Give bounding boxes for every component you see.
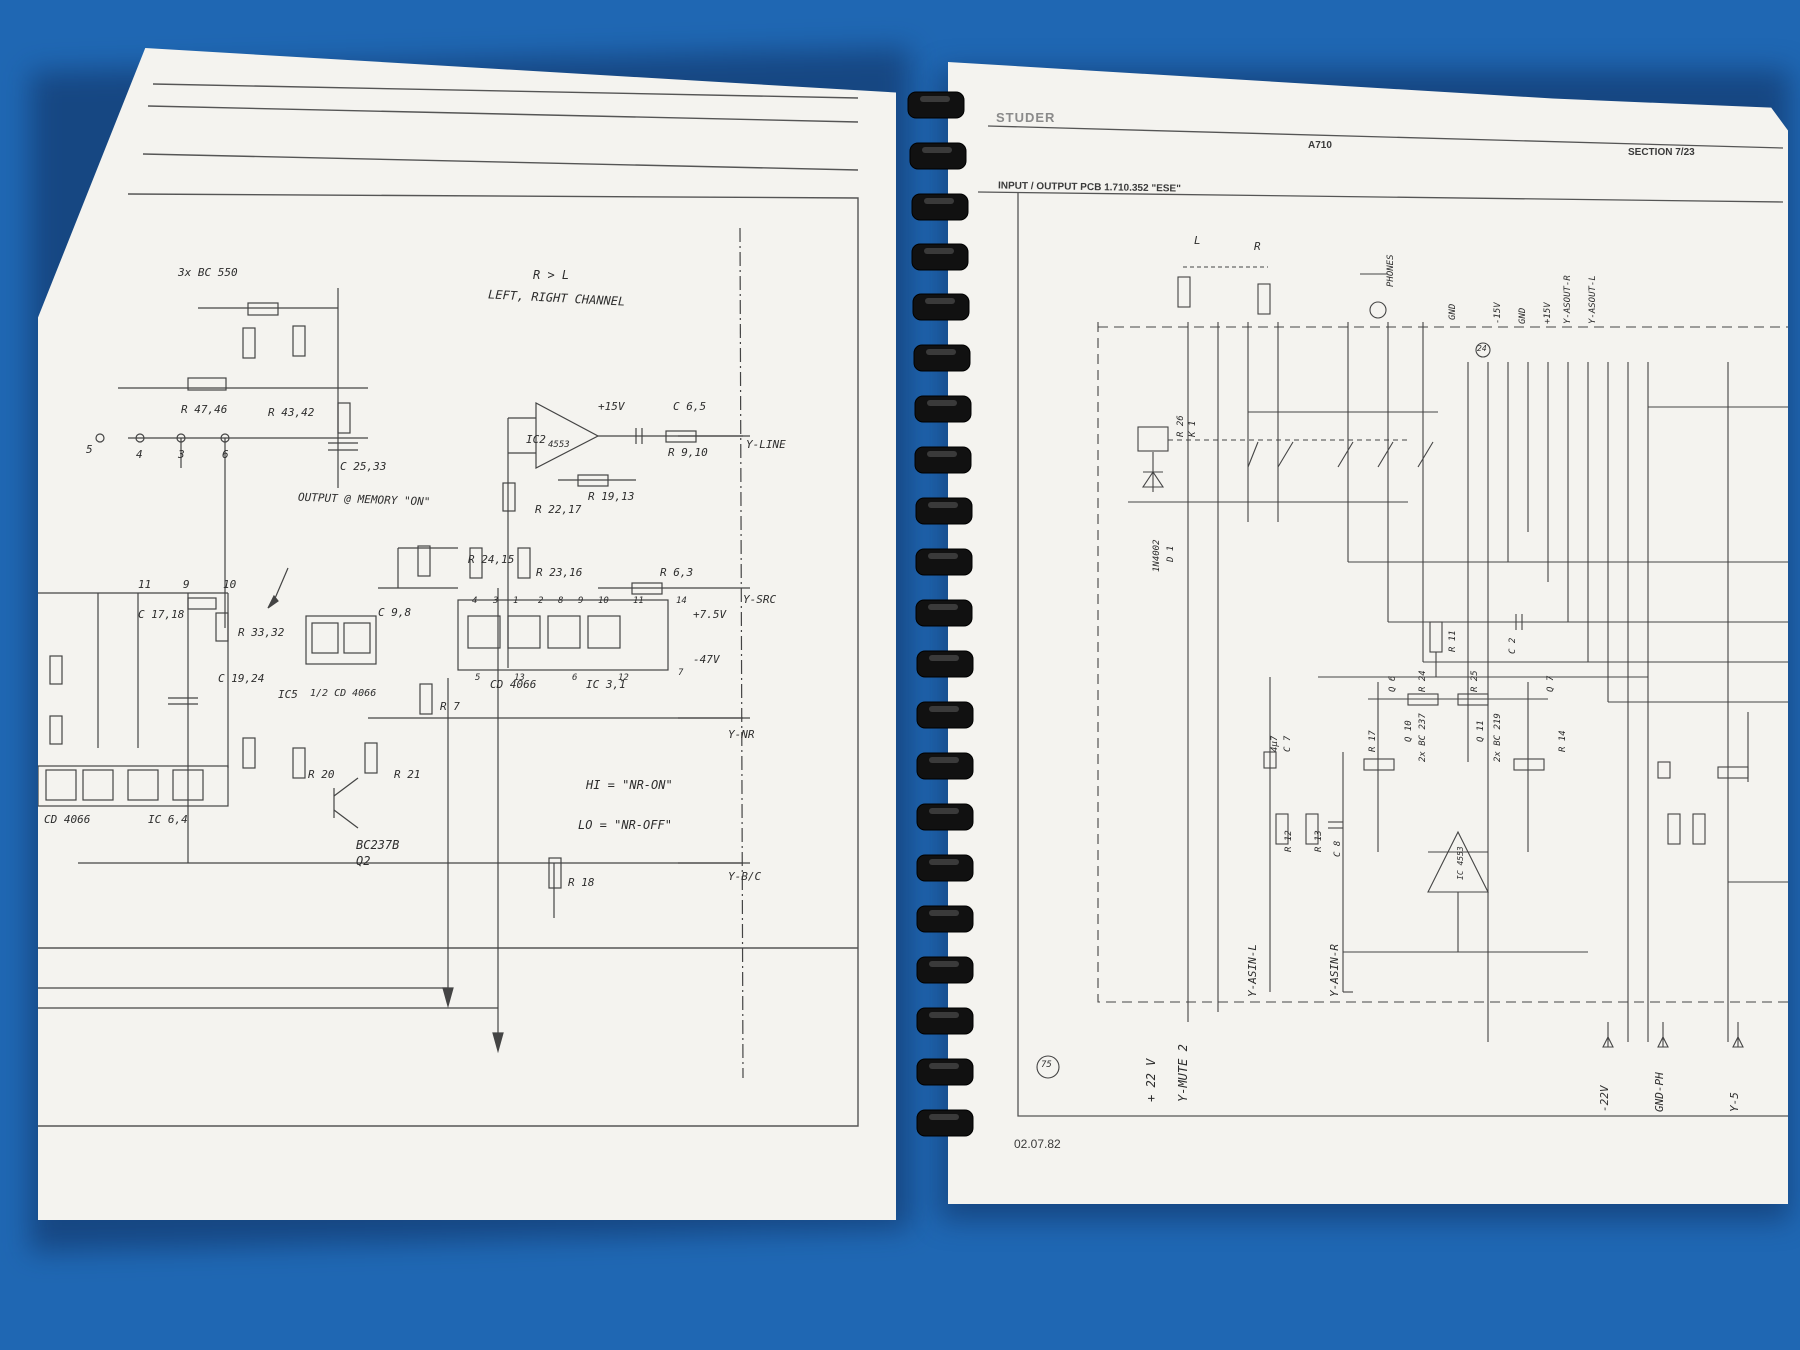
pin-14: 14 [676,596,687,606]
left-page: R > L LEFT, RIGHT CHANNEL 3x BC 550 OUTP… [38,48,896,1220]
right-schematic [977,125,1788,1117]
bc237b-label: BC237B [356,838,400,852]
pin-2: 2 [538,596,544,606]
plus75-label: +7.5V [693,608,727,621]
hi-nr-on-note: HI = "NR-ON" [586,778,673,792]
pin-4: 4 [136,448,143,461]
pin-8: 8 [558,596,564,606]
pin-12: 12 [618,673,629,683]
r22-17-label: R 22,17 [535,503,582,516]
pin-7: 7 [678,668,684,678]
pin-4b: 4 [472,596,478,606]
r19-13-label: R 19,13 [588,490,635,503]
right-page: STUDER A710 SECTION 7/23 INPUT / OUTPUT … [948,62,1788,1204]
q2-label: Q2 [356,854,371,868]
section-label: SECTION 7/23 [1628,147,1695,158]
plus15-top: +15V [598,400,625,413]
brand-logo: STUDER [996,110,1056,125]
pin-10: 10 [223,578,237,591]
r9-10-label: R 9,10 [668,446,708,459]
left-ic-label: CD 4066 [44,813,91,826]
y-bc-output: Y-B/C [728,870,762,883]
connector-24-label: 24 [1477,344,1487,353]
c17-18-label: C 17,18 [138,608,185,621]
r47-46-label: R 47,46 [181,403,228,416]
pin-9: 9 [183,578,190,591]
r43-42-label: R 43,42 [268,406,315,419]
r24-15-label: R 24,15 [468,553,515,566]
c25-33-label: C 25,33 [340,460,387,473]
r7-label: R 7 [440,700,460,713]
pin-3b: 3 [493,596,499,606]
left-schematic [38,83,859,1127]
top-r-label: R [1254,240,1261,253]
r6-3-label: R 6,3 [660,566,694,579]
pin-1: 1 [513,596,519,606]
r33-32-label: R 33,32 [238,626,285,639]
c6-5-label: C 6,5 [673,400,707,413]
pin-11b: 11 [633,596,644,606]
lo-nr-off-note: LO = "NR-OFF" [578,818,672,832]
y-nr-output: Y-NR [728,728,755,741]
y-line-output: Y-LINE [746,438,786,451]
r18-label: R 18 [568,876,595,889]
model-label: A710 [1308,140,1332,151]
pin-3: 3 [178,448,185,461]
c9-8-label: C 9,8 [378,606,412,619]
top-l-label: L [1194,234,1201,247]
cd4066-label: CD 4066 [490,678,537,691]
ic31-label: IC 3,1 [586,678,626,691]
pin-10b: 10 [598,596,609,606]
ic2-label: IC2 [526,433,546,446]
r23-16-label: R 23,16 [536,566,583,579]
minus47-label: -47V [693,653,720,666]
pin-5b: 5 [475,673,481,683]
opamp-type-label: 4553 [548,440,570,450]
pin-5: 5 [86,443,93,456]
half-cd4066-label: 1/2 CD 4066 [310,688,377,699]
date-label: 02.07.82 [1014,1137,1061,1151]
ic64-label: IC 6,4 [148,813,188,826]
pin-11: 11 [138,578,152,591]
pin-6: 6 [222,448,229,461]
transistors-note: 3x BC 550 [178,266,238,279]
lr-note: R > L [533,268,570,282]
pin-9b: 9 [578,596,584,606]
connector-75-label: 75 [1041,1060,1052,1070]
r21-label: R 21 [394,768,421,781]
pin-13: 13 [514,673,525,683]
pin-6b: 6 [572,673,578,683]
y-src-output: Y-SRC [743,593,777,606]
c19-24-label: C 19,24 [218,672,265,685]
ic5-label: IC5 [278,688,298,701]
r20-label: R 20 [308,768,335,781]
